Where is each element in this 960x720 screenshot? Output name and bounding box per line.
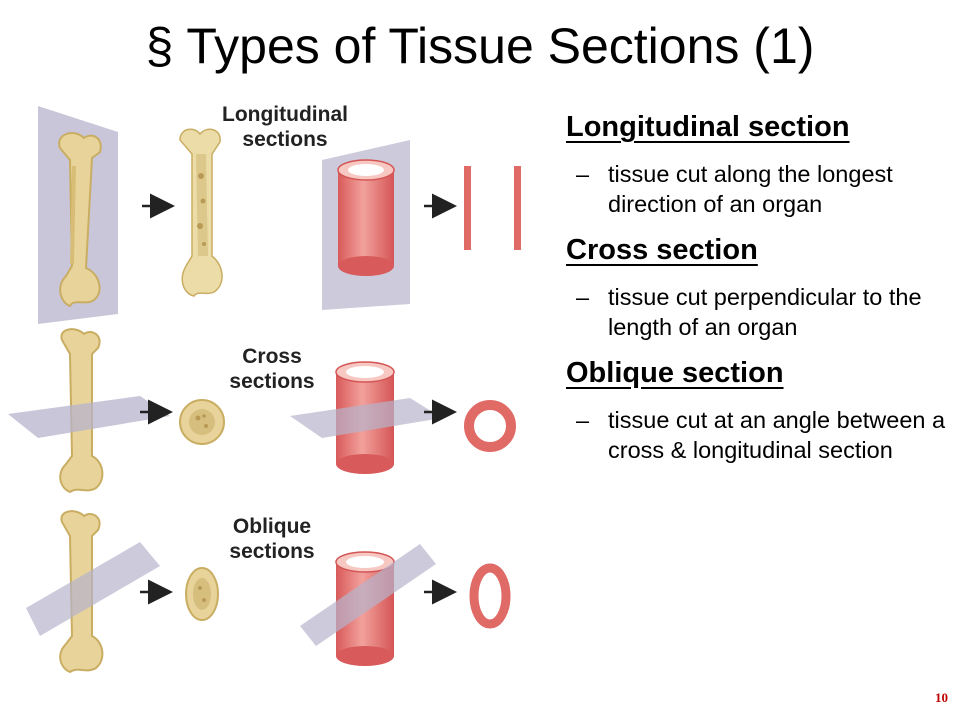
section-cross: Cross section – tissue cut perpendicular… bbox=[566, 231, 951, 342]
longitudinal-strip-left bbox=[464, 166, 471, 250]
definitions-column: Longitudinal section – tissue cut along … bbox=[566, 108, 951, 477]
oblique-bone-section bbox=[185, 567, 219, 621]
label-oblique-sections: Oblique sections bbox=[212, 514, 332, 564]
label-cross-sections: Cross sections bbox=[212, 344, 332, 394]
figure-drawing bbox=[8, 106, 521, 674]
section-bullet: – tissue cut perpendicular to the length… bbox=[566, 282, 951, 342]
bullet-text: tissue cut at an angle between a cross &… bbox=[608, 407, 946, 463]
longitudinal-row bbox=[38, 106, 521, 324]
label-line: Oblique bbox=[232, 515, 312, 538]
label-longitudinal-sections: Longitudinal sections bbox=[200, 102, 370, 152]
section-oblique: Oblique section – tissue cut at an angle… bbox=[566, 354, 951, 465]
label-line: Longitudinal bbox=[222, 103, 348, 126]
dash-marker: – bbox=[576, 161, 590, 187]
bullet-text: tissue cut along the longest direction o… bbox=[608, 161, 893, 217]
section-heading: Cross section bbox=[566, 234, 758, 266]
label-line: sections bbox=[229, 370, 315, 393]
cross-cylinder bbox=[290, 361, 442, 474]
dash-marker: – bbox=[576, 284, 590, 310]
longitudinal-bone-section bbox=[179, 128, 223, 297]
longitudinal-strip-right bbox=[514, 166, 521, 250]
cross-row bbox=[8, 328, 516, 494]
tissue-sections-figure: Longitudinal sections Cross sections Obl… bbox=[0, 96, 550, 696]
label-line: Cross bbox=[242, 345, 302, 368]
section-longitudinal: Longitudinal section – tissue cut along … bbox=[566, 108, 951, 219]
oblique-ring bbox=[469, 563, 511, 629]
bullet-text: tissue cut perpendicular to the length o… bbox=[608, 284, 922, 340]
section-heading: Longitudinal section bbox=[566, 111, 850, 143]
section-bullet: – tissue cut along the longest direction… bbox=[566, 159, 951, 219]
femur-bone bbox=[58, 132, 102, 308]
cross-plane bbox=[8, 396, 170, 438]
oblique-cylinder bbox=[300, 544, 436, 666]
page-number: 10 bbox=[935, 690, 948, 705]
cross-ring bbox=[464, 400, 516, 452]
label-line: sections bbox=[229, 540, 315, 563]
longitudinal-cylinder bbox=[322, 140, 410, 310]
oblique-row bbox=[26, 510, 511, 674]
slide-title: § Types of Tissue Sections (1) bbox=[145, 18, 815, 74]
dash-marker: – bbox=[576, 407, 590, 433]
section-bullet: – tissue cut at an angle between a cross… bbox=[566, 405, 951, 465]
section-heading: Oblique section bbox=[566, 357, 784, 389]
label-line: sections bbox=[242, 128, 328, 151]
cross-bone-section bbox=[179, 399, 225, 445]
oblique-plane bbox=[26, 542, 160, 636]
